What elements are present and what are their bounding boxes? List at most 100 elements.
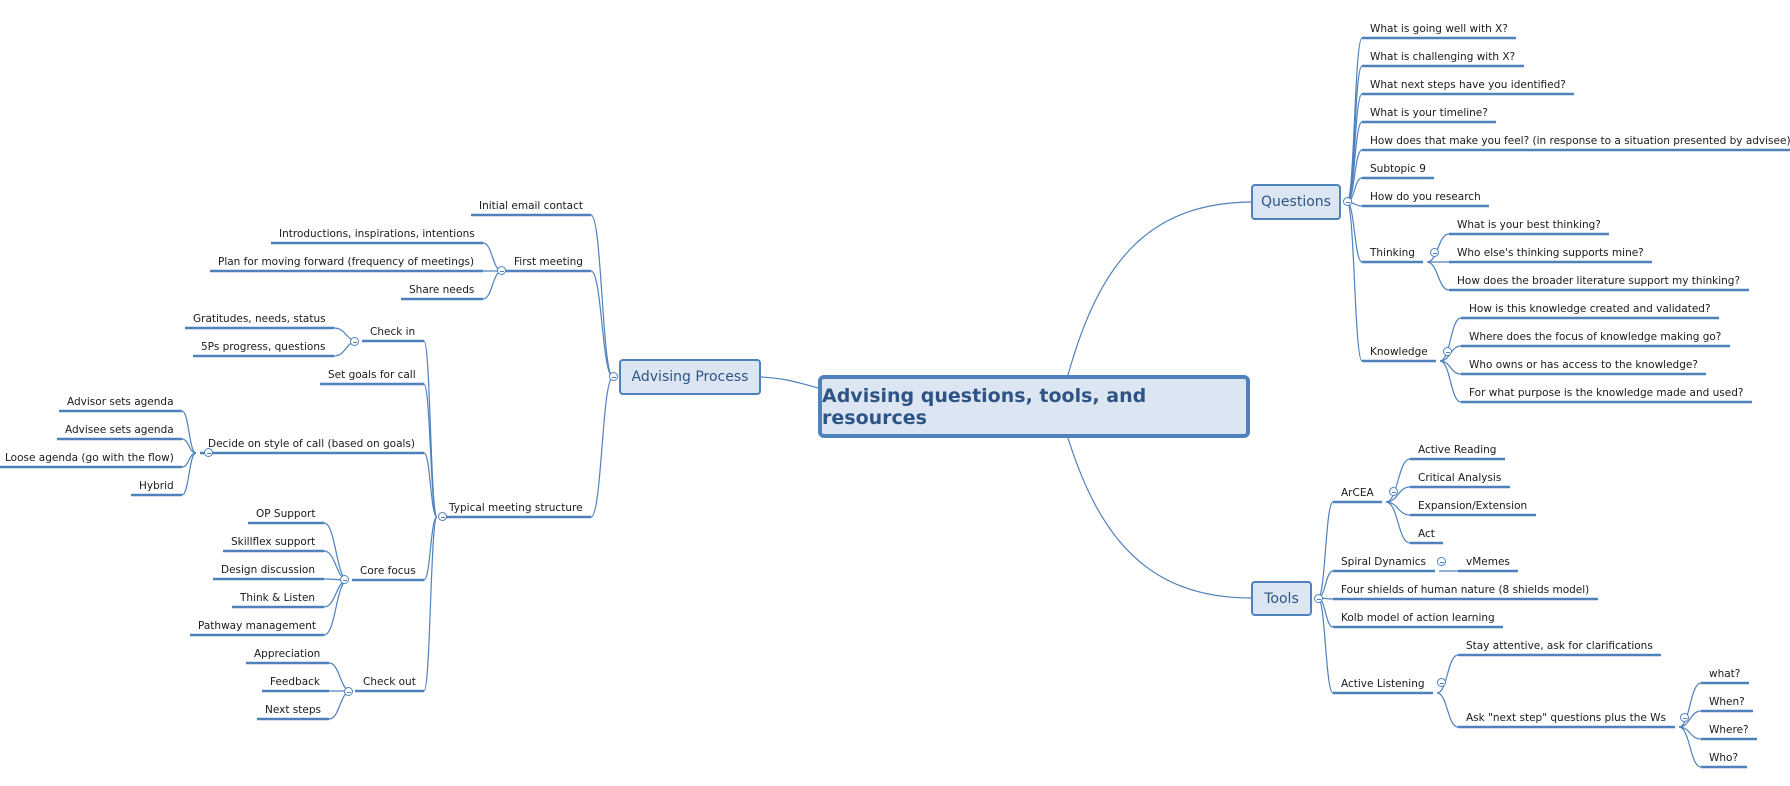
topic-broader-literature[interactable]: How does the broader literature support … xyxy=(1457,275,1741,287)
topic-plan-moving-forward[interactable]: Plan for moving forward (frequency of me… xyxy=(218,256,475,268)
topic-expansion-extension[interactable]: Expansion/Extension xyxy=(1418,500,1528,512)
topic-critical-analysis[interactable]: Critical Analysis xyxy=(1418,472,1502,484)
topic-set-goals[interactable]: Set goals for call xyxy=(328,369,416,381)
connector-line xyxy=(181,410,197,454)
topic-arcea[interactable]: ArCEA xyxy=(1341,487,1374,499)
topic-feedback[interactable]: Feedback xyxy=(270,676,321,688)
topic-pathway-management[interactable]: Pathway management xyxy=(198,620,316,632)
topic-op-support[interactable]: OP Support xyxy=(256,508,316,520)
topic-knowledge[interactable]: Knowledge xyxy=(1370,346,1428,358)
connector-line xyxy=(1385,501,1411,544)
topic-knowledge-focus[interactable]: Where does the focus of knowledge making… xyxy=(1469,331,1722,343)
topic-think-listen[interactable]: Think & Listen xyxy=(240,592,316,604)
topic-thinking[interactable]: Thinking xyxy=(1370,247,1415,259)
topic-subtopic-9[interactable]: Subtopic 9 xyxy=(1370,163,1426,175)
collapse-check-in-icon[interactable] xyxy=(350,337,359,346)
connector-line xyxy=(1439,360,1462,403)
connector-line xyxy=(1346,201,1363,362)
topic-ask-next-step[interactable]: Ask "next step" questions plus the Ws xyxy=(1466,712,1667,724)
topic-advisor-sets-agenda[interactable]: Advisor sets agenda xyxy=(67,396,174,408)
topic-active-reading[interactable]: Active Reading xyxy=(1418,444,1497,456)
connector-line xyxy=(1385,486,1411,503)
topic-core-focus[interactable]: Core focus xyxy=(360,565,416,577)
topic-check-in[interactable]: Check in xyxy=(370,326,416,338)
connector-line xyxy=(423,383,438,518)
connector-line xyxy=(323,579,349,636)
topic-first-meeting[interactable]: First meeting xyxy=(514,256,583,268)
connector-line xyxy=(1385,458,1411,503)
topic-hybrid[interactable]: Hybrid xyxy=(139,480,174,492)
main-topic-questions[interactable]: Questions xyxy=(1251,184,1341,220)
collapse-core-focus-icon[interactable] xyxy=(340,575,349,584)
topic-question-going-well[interactable]: What is going well with X? xyxy=(1370,23,1508,35)
collapse-questions-icon[interactable] xyxy=(1343,197,1352,206)
topic-act[interactable]: Act xyxy=(1418,528,1435,540)
topic-next-steps[interactable]: Next steps xyxy=(265,704,321,716)
topic-typical-meeting-structure[interactable]: Typical meeting structure xyxy=(449,502,583,514)
topic-check-out[interactable]: Check out xyxy=(363,676,416,688)
connector-line xyxy=(423,452,438,518)
main-topic-advising-process[interactable]: Advising Process xyxy=(619,359,761,395)
topic-when[interactable]: When? xyxy=(1709,696,1745,708)
topic-introductions[interactable]: Introductions, inspirations, intentions xyxy=(279,228,475,240)
topic-question-next-steps[interactable]: What next steps have you identified? xyxy=(1370,79,1566,91)
topic-advisee-sets-agenda[interactable]: Advisee sets agenda xyxy=(65,424,174,436)
collapse-knowledge-icon[interactable] xyxy=(1443,347,1452,356)
topic-spiral-dynamics[interactable]: Spiral Dynamics xyxy=(1341,556,1427,568)
topic-how-do-you-research[interactable]: How do you research xyxy=(1370,191,1481,203)
topic-design-discussion[interactable]: Design discussion xyxy=(221,564,316,576)
topic-stay-attentive[interactable]: Stay attentive, ask for clarifications xyxy=(1466,640,1653,652)
collapse-typical-meeting-icon[interactable] xyxy=(438,512,447,521)
topic-gratitudes[interactable]: Gratitudes, needs, status xyxy=(193,313,326,325)
topic-best-thinking[interactable]: What is your best thinking? xyxy=(1457,219,1601,231)
collapse-check-out-icon[interactable] xyxy=(344,687,353,696)
connector-line xyxy=(1426,233,1450,263)
topic-knowledge-purpose[interactable]: For what purpose is the knowledge made a… xyxy=(1469,387,1744,399)
topic-knowledge-access[interactable]: Who owns or has access to the knowledge? xyxy=(1469,359,1698,371)
topic-initial-email-contact[interactable]: Initial email contact xyxy=(479,200,583,212)
collapse-spiral-dynamics-icon[interactable] xyxy=(1437,557,1446,566)
topic-question-timeline[interactable]: What is your timeline? xyxy=(1370,107,1488,119)
connector-line xyxy=(1436,692,1459,728)
central-topic[interactable]: Advising questions, tools, and resources xyxy=(818,375,1250,438)
connector-line xyxy=(1436,654,1459,694)
collapse-decide-style-icon[interactable] xyxy=(204,448,213,457)
collapse-arcea-icon[interactable] xyxy=(1389,487,1398,496)
topic-what[interactable]: what? xyxy=(1709,668,1741,680)
connector-line xyxy=(1067,201,1252,376)
connector-line xyxy=(1346,65,1363,203)
collapse-active-listening-icon[interactable] xyxy=(1437,678,1446,687)
topic-share-needs[interactable]: Share needs xyxy=(409,284,475,296)
connector-line xyxy=(423,516,438,581)
topic-appreciation[interactable]: Appreciation xyxy=(254,648,321,660)
connector-line xyxy=(590,214,614,378)
connector-line xyxy=(181,452,197,496)
topic-who[interactable]: Who? xyxy=(1709,752,1739,764)
connector-line xyxy=(323,579,349,608)
topic-kolb-model[interactable]: Kolb model of action learning xyxy=(1341,612,1495,624)
connector-line xyxy=(1439,317,1462,362)
topic-where[interactable]: Where? xyxy=(1709,724,1749,736)
topic-loose-agenda[interactable]: Loose agenda (go with the flow) xyxy=(5,452,174,464)
topic-skillflex-support[interactable]: Skillflex support xyxy=(231,536,316,548)
topic-question-challenging[interactable]: What is challenging with X? xyxy=(1370,51,1516,63)
topic-four-shields[interactable]: Four shields of human nature (8 shields … xyxy=(1341,584,1590,596)
collapse-advising-icon[interactable] xyxy=(609,372,618,381)
collapse-ask-next-step-icon[interactable] xyxy=(1680,713,1689,722)
topic-5ps-progress[interactable]: 5Ps progress, questions xyxy=(201,341,326,353)
connector-line xyxy=(482,270,503,300)
topic-knowledge-created[interactable]: How is this knowledge created and valida… xyxy=(1469,303,1711,315)
collapse-first-meeting-icon[interactable] xyxy=(497,266,506,275)
topic-active-listening[interactable]: Active Listening xyxy=(1341,678,1425,690)
topic-question-feel[interactable]: How does that make you feel? (in respons… xyxy=(1370,135,1790,147)
connector-line xyxy=(590,270,614,378)
topic-vmemes[interactable]: vMemes xyxy=(1466,556,1510,568)
topic-else-thinking[interactable]: Who else's thinking supports mine? xyxy=(1457,247,1644,259)
topic-decide-style[interactable]: Decide on style of call (based on goals) xyxy=(208,438,416,450)
collapse-thinking-icon[interactable] xyxy=(1430,248,1439,257)
collapse-tools-icon[interactable] xyxy=(1314,594,1323,603)
connector-line xyxy=(1067,437,1252,599)
connector-line xyxy=(181,438,197,454)
connector-line xyxy=(1678,726,1702,768)
main-topic-tools[interactable]: Tools xyxy=(1251,581,1312,616)
